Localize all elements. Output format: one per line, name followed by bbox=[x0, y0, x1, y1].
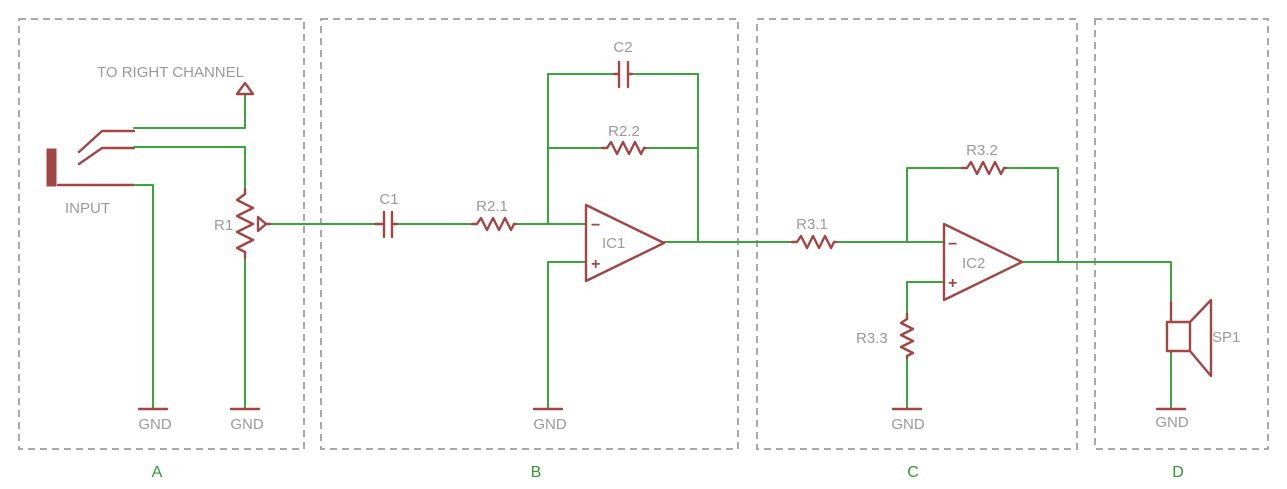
r1-label: R1 bbox=[214, 217, 233, 234]
speaker-icon bbox=[1165, 298, 1213, 378]
section-label-c: C bbox=[907, 464, 919, 481]
ic1-opamp bbox=[584, 203, 666, 283]
section-b-frame bbox=[320, 18, 739, 450]
sp1-label: SP1 bbox=[1212, 329, 1240, 346]
gnd-label-d: GND bbox=[1155, 414, 1189, 431]
c1-label: C1 bbox=[379, 191, 398, 208]
ic1-label: IC1 bbox=[602, 235, 625, 252]
input-label: INPUT bbox=[65, 200, 110, 217]
c1-capacitor bbox=[373, 210, 399, 239]
gnd-label-a2: GND bbox=[230, 416, 264, 433]
r22-label: R2.2 bbox=[608, 123, 640, 140]
section-c-wires bbox=[835, 167, 1172, 409]
right-channel-arrow-icon bbox=[235, 81, 255, 96]
r33-resistor bbox=[899, 312, 915, 360]
r22-resistor bbox=[600, 140, 648, 156]
section-d-frame bbox=[1094, 18, 1269, 450]
section-a-frame bbox=[18, 18, 305, 450]
ic2-label: IC2 bbox=[962, 255, 985, 272]
gnd-label-a1: GND bbox=[138, 416, 172, 433]
r1-potentiometer bbox=[235, 187, 272, 260]
ic1-plus-label: + bbox=[591, 256, 600, 273]
section-c-frame bbox=[756, 18, 1078, 450]
input-jack bbox=[46, 129, 136, 187]
gnd-label-b: GND bbox=[533, 416, 567, 433]
section-label-b: B bbox=[531, 464, 542, 481]
r32-label: R3.2 bbox=[966, 142, 998, 159]
ic1-minus-label: − bbox=[591, 217, 600, 234]
r31-label: R3.1 bbox=[796, 216, 828, 233]
r31-resistor bbox=[790, 234, 838, 250]
r33-label: R3.3 bbox=[856, 330, 888, 347]
r32-resistor bbox=[960, 160, 1008, 176]
ic2-plus-label: + bbox=[948, 275, 957, 292]
section-b-wires bbox=[396, 73, 793, 409]
r21-label: R2.1 bbox=[476, 198, 508, 215]
to-right-channel-label: TO RIGHT CHANNEL bbox=[97, 64, 244, 81]
ic2-minus-label: − bbox=[948, 236, 957, 253]
gnd-label-c: GND bbox=[891, 416, 925, 433]
ic2-opamp bbox=[942, 222, 1024, 302]
section-a-wires bbox=[133, 93, 376, 409]
section-label-a: A bbox=[152, 464, 163, 481]
section-label-d: D bbox=[1172, 464, 1184, 481]
r21-resistor bbox=[470, 216, 518, 232]
c2-label: C2 bbox=[613, 39, 632, 56]
c2-capacitor bbox=[612, 60, 634, 89]
